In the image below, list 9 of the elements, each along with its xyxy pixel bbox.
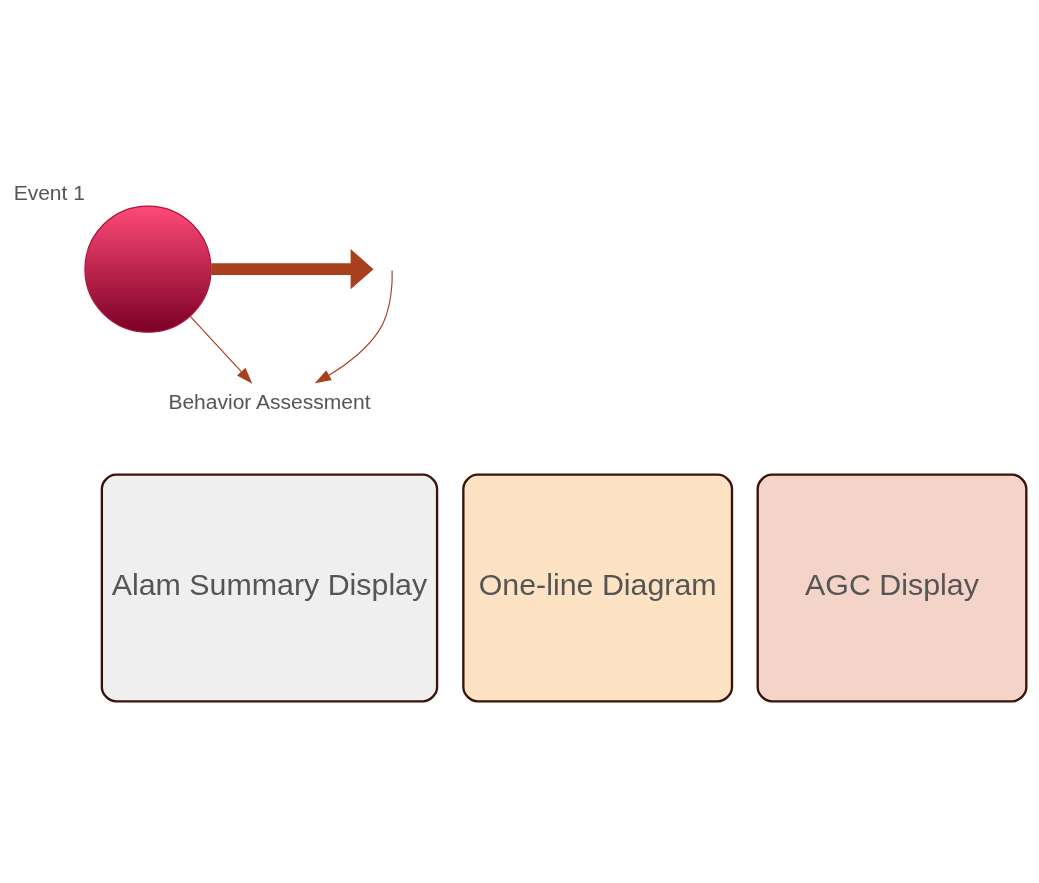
node-text: Behavior Assessment <box>167 389 371 413</box>
node-circle <box>83 204 212 333</box>
node-box: AGC Display <box>756 473 1027 702</box>
arrow <box>314 269 393 383</box>
arrow <box>210 248 373 289</box>
arrow <box>189 315 252 384</box>
node-box: Alam Summary Display <box>100 473 438 702</box>
node-box: One-line Diagram <box>461 473 733 702</box>
node-label: Event 1 <box>13 180 85 204</box>
